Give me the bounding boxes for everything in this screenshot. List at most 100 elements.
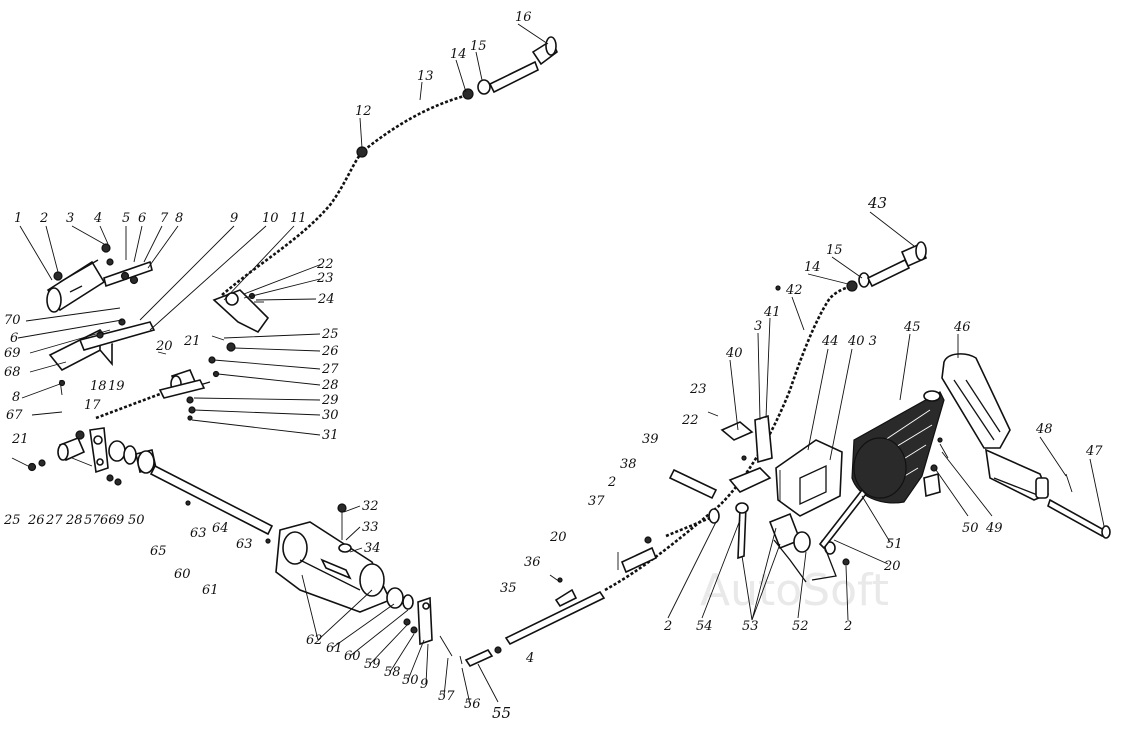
label-63: 63: [190, 526, 207, 541]
label-59: 59: [364, 657, 381, 672]
watermark: AutoSoft: [700, 565, 889, 616]
label-60b: 60: [344, 649, 361, 664]
rod-35: [504, 574, 606, 646]
label-35: 35: [500, 581, 517, 596]
pedal-bracket-62: [275, 503, 392, 613]
label-21: 21: [183, 334, 201, 349]
label-50: 50: [128, 513, 145, 528]
pedal-pins: [818, 437, 1111, 550]
label-17: 17: [84, 398, 101, 413]
label-8b: 8: [12, 390, 20, 405]
lower-throttle-cable: [604, 241, 928, 592]
label-14: 14: [450, 47, 467, 62]
part-labels: 16 14 15 13 12 1 2 3 4 5 6 7 8 9 10 11 2…: [3, 10, 1103, 722]
label-28b: 28: [65, 513, 83, 528]
label-62: 62: [306, 633, 323, 648]
label-56: 56: [464, 697, 481, 712]
label-4: 4: [93, 211, 102, 226]
label-9b: 9: [116, 513, 124, 528]
label-57: 57: [84, 513, 101, 528]
label-45: 45: [903, 320, 921, 335]
spring-and-rod-group: [617, 468, 720, 574]
label-69: 69: [4, 346, 21, 361]
label-14b: 14: [804, 260, 821, 275]
shaft-18-21: [95, 369, 211, 420]
label-65: 65: [150, 544, 167, 559]
label-16: 16: [515, 10, 532, 25]
label-6b: 6: [10, 331, 18, 346]
label-3b: 3: [754, 319, 762, 334]
label-63b: 63: [236, 537, 253, 552]
label-29: 29: [321, 393, 339, 408]
label-61: 61: [202, 583, 219, 598]
label-2b: 2: [607, 475, 616, 490]
label-49: 49: [985, 521, 1003, 536]
rubber-boot-45: [851, 390, 945, 504]
label-13: 13: [417, 69, 434, 84]
label-66: 66: [100, 513, 117, 528]
label-24: 24: [317, 292, 335, 307]
label-21b: 21: [11, 432, 29, 447]
label-5: 5: [122, 211, 130, 226]
label-20c: 20: [883, 559, 901, 574]
label-1: 1: [14, 211, 22, 226]
label-38: 38: [620, 457, 637, 472]
label-68: 68: [4, 365, 21, 380]
bracket-68: [48, 318, 156, 396]
bracket-44: [775, 439, 843, 517]
label-27b: 27: [45, 513, 63, 528]
label-12: 12: [355, 104, 372, 119]
label-70: 70: [4, 313, 21, 328]
label-55: 55: [492, 704, 511, 722]
label-50b: 50: [402, 673, 419, 688]
label-2: 2: [39, 211, 48, 226]
label-46: 46: [953, 320, 971, 335]
label-25: 25: [321, 327, 339, 342]
label-22b: 22: [681, 413, 699, 428]
label-34: 34: [364, 541, 381, 556]
lever-cluster-left: [11, 427, 157, 486]
leader-lines: [17, 23, 1105, 705]
label-25b: 25: [3, 513, 21, 528]
label-26b: 26: [27, 513, 45, 528]
label-43: 43: [867, 194, 887, 212]
label-40-3: 40 3: [847, 334, 877, 349]
lower-fasteners: [386, 587, 502, 668]
label-3: 3: [66, 211, 74, 226]
label-41: 41: [763, 305, 781, 320]
upper-throttle-cable: [221, 36, 558, 296]
valve-assembly: [46, 243, 153, 313]
label-28: 28: [321, 378, 339, 393]
label-53: 53: [742, 619, 759, 634]
label-9c: 9: [420, 677, 428, 692]
label-52: 52: [792, 619, 809, 634]
label-26: 26: [321, 344, 339, 359]
label-20: 20: [155, 339, 173, 354]
label-15b: 15: [826, 243, 843, 258]
label-10: 10: [262, 211, 279, 226]
cable-bracket-upper: [212, 289, 270, 334]
label-27: 27: [321, 362, 339, 377]
label-4b: 4: [525, 651, 534, 666]
label-6: 6: [138, 211, 146, 226]
label-11: 11: [290, 211, 307, 226]
label-61b: 61: [326, 641, 343, 656]
label-39: 39: [642, 432, 659, 447]
label-7: 7: [160, 211, 169, 226]
label-18: 18: [90, 379, 107, 394]
label-23: 23: [316, 271, 334, 286]
label-60: 60: [174, 567, 191, 582]
label-36: 36: [524, 555, 541, 570]
label-32: 32: [362, 499, 379, 514]
label-57b: 57: [438, 689, 455, 704]
label-19: 19: [108, 379, 125, 394]
label-44: 44: [821, 334, 839, 349]
label-40: 40: [725, 346, 743, 361]
long-shaft-64: [149, 464, 274, 544]
accelerator-pedal-46: [941, 353, 1050, 501]
label-23b: 23: [689, 382, 707, 397]
label-37: 37: [588, 494, 605, 509]
label-42: 42: [785, 283, 803, 298]
label-58: 58: [384, 665, 401, 680]
label-2d: 2: [663, 619, 672, 634]
